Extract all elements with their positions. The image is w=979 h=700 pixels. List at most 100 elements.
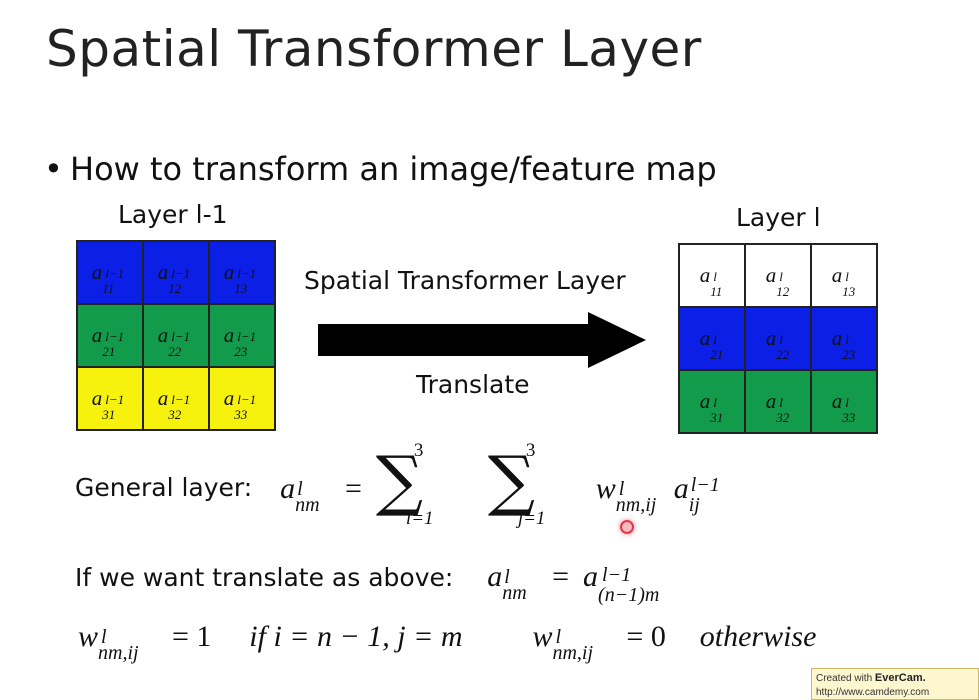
eq3-w1-sup: l	[101, 626, 107, 648]
right-grid-cell-base: a	[699, 263, 711, 287]
left-grid-cell-sup: l−1	[171, 266, 191, 281]
eq3-w2-sub: nm,ij	[552, 642, 594, 664]
arrow-bottom-label: Translate	[416, 370, 530, 399]
eq3-condition: if i = n − 1, j = m	[249, 620, 463, 653]
eq2-lhs-sup: l	[504, 566, 510, 588]
watermark-brand: EverCam.	[874, 672, 926, 684]
bullet-dot-icon: •	[44, 150, 63, 188]
left-grid-cell-sub: 22	[168, 344, 182, 359]
eq3-w1-sub: nm,ij	[98, 642, 139, 664]
right-grid-cell-sub: 11	[710, 284, 723, 299]
right-grid-cell-base: a	[699, 389, 711, 413]
eq3-otherwise: otherwise	[699, 620, 817, 653]
left-grid-cell-base: a	[223, 323, 235, 347]
left-grid-cell-sub: 23	[234, 344, 248, 359]
eq3-w2-sup: l	[555, 626, 562, 648]
eq2-lhs-sub: nm	[502, 582, 527, 604]
eq1-lhs-sup: l	[297, 478, 303, 500]
left-grid-cell-base: a	[223, 386, 235, 410]
bullet-text: How to transform an image/feature map	[70, 150, 717, 188]
eq3-w1-base: w	[78, 620, 99, 653]
left-grid-cell-sup: l−1	[237, 329, 257, 344]
eq2-rhs-sup: l−1	[602, 564, 632, 586]
eq1-a-sub: ij	[688, 494, 700, 516]
eq1-lhs-base: a	[280, 472, 296, 505]
left-grid-label: Layer l-1	[118, 200, 228, 229]
left-grid-cell-sup: l−1	[171, 329, 191, 344]
right-grid-cell-sub: 32	[776, 410, 790, 425]
eq3-w2-rest: = 0	[626, 620, 666, 653]
evercam-watermark: Created with EverCam. http://www.camdemy…	[811, 668, 979, 700]
sum1-top: 3	[413, 440, 424, 461]
eq1-lhs-sub: nm	[295, 494, 320, 516]
eq1-a-base: a	[673, 472, 689, 505]
right-grid-cell-base: a	[831, 263, 843, 287]
right-grid-cell-sup: l	[779, 332, 783, 347]
eq2-equals: =	[552, 560, 570, 593]
sum2-sigma-icon: ∑ 3 j=1	[487, 440, 546, 529]
left-grid-cell-base: a	[157, 260, 169, 284]
watermark-url[interactable]: http://www.camdemy.com	[816, 687, 930, 698]
bullet-point: •How to transform an image/feature map	[44, 150, 717, 188]
right-grid-cell-sup: l	[845, 269, 849, 284]
left-grid-cell-base: a	[157, 323, 169, 347]
right-grid-cell-sup: l	[779, 395, 783, 410]
eq2-rhs-base: a	[583, 560, 599, 593]
right-grid-cell-sub: 31	[710, 410, 724, 425]
right-grid-cell-base: a	[699, 326, 711, 350]
right-grid-cell-base: a	[765, 263, 777, 287]
left-grid-cell-sub: 32	[168, 407, 182, 422]
eq3-w1-rest: = 1	[171, 620, 212, 653]
watermark-prefix: Created with	[816, 673, 875, 684]
right-grid-cell-sub: 22	[776, 347, 790, 362]
sum1-sigma-icon: ∑ 3 i=1	[375, 440, 434, 529]
right-grid-cell-sub: 23	[842, 347, 856, 362]
right-grid-cell-base: a	[831, 389, 843, 413]
right-grid-cell-base: a	[831, 326, 843, 350]
right-grid-cell-sup: l	[713, 332, 717, 347]
left-grid-cell-sup: l−1	[105, 266, 125, 281]
right-grid-cell-sup: l	[845, 332, 849, 347]
right-grid-label: Layer l	[736, 203, 821, 232]
left-grid-cell-base: a	[91, 386, 103, 410]
left-grid-cell-base: a	[91, 323, 103, 347]
left-grid-cell-sup: l−1	[105, 392, 125, 407]
right-grid-cell-sub: 21	[710, 347, 724, 362]
left-grid-cell-sub: 21	[102, 344, 116, 359]
eq2-lhs-base: a	[487, 560, 503, 593]
eq1-w-base: w	[595, 472, 616, 505]
right-grid-cell-base: a	[765, 326, 777, 350]
right-grid-cell-sub: 13	[842, 284, 856, 299]
slide-title: Spatial Transformer Layer	[46, 20, 702, 78]
left-grid-cell-sup: l−1	[105, 329, 125, 344]
left-grid-cell-sup: l−1	[237, 392, 257, 407]
left-grid-cell-base: a	[157, 386, 169, 410]
left-grid-cell-sub: 33	[234, 407, 248, 422]
eq2-rhs-sub: (n−1)m	[598, 584, 660, 606]
eq1-a-sup: l−1	[690, 474, 720, 496]
general-layer-prefix: General layer:	[75, 473, 253, 502]
eq1-w-sup: l	[618, 478, 625, 500]
right-grid-cell-sup: l	[779, 269, 783, 284]
right-grid-cell-base: a	[765, 389, 777, 413]
eq1-w-sub: nm,ij	[615, 494, 657, 516]
left-grid-cell-sub: 11	[102, 281, 115, 296]
left-grid-cell-sub: 12	[168, 281, 182, 296]
right-arrow-icon	[318, 312, 646, 368]
right-grid-cell-sup: l	[845, 395, 849, 410]
right-grid-cell-sup: l	[713, 269, 717, 284]
eq3-w2-base: w	[532, 620, 553, 653]
